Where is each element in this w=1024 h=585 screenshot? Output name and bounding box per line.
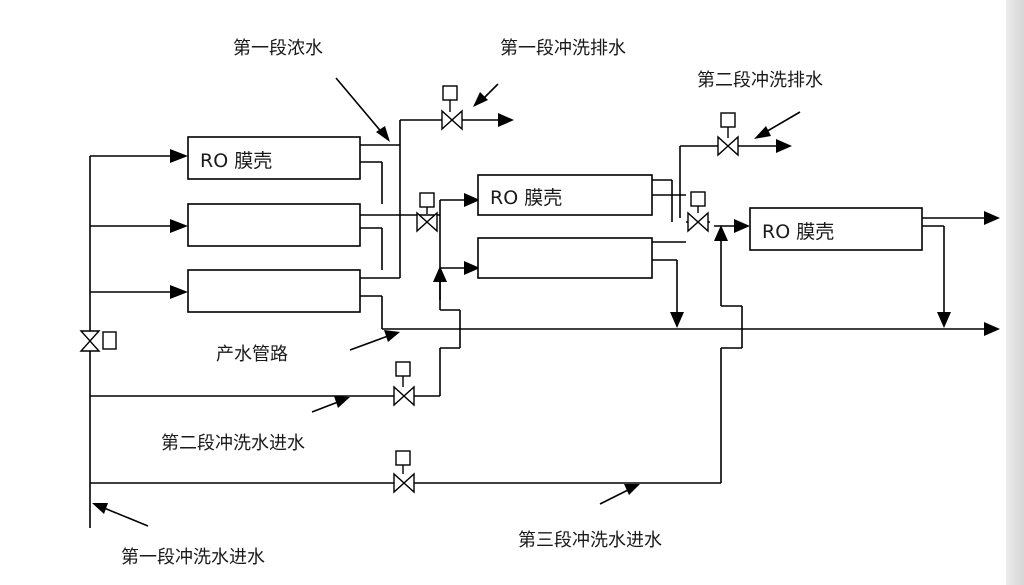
- label-product-pipe: 产水管路: [216, 344, 288, 365]
- feed-arrow-1: [170, 149, 188, 163]
- stage3-flush-inlet-valve[interactable]: [393, 450, 415, 494]
- ro-housing-stage1-b: [187, 203, 361, 247]
- window-edge-shade: [1006, 0, 1024, 585]
- ro-housing-stage3-label: RO 膜壳: [762, 221, 834, 243]
- stage2-drain-arrow: [776, 139, 792, 153]
- label-stage2-flush-inlet: 第二段冲洗水进水: [161, 433, 305, 454]
- stage2-flush-inlet-line: [90, 282, 461, 397]
- callout-leaders: [92, 77, 801, 527]
- label-stage1-concentrate: 第一段浓水: [233, 38, 323, 59]
- stage3-feed-arrow: [734, 219, 750, 233]
- stage3-output-lines: [922, 217, 990, 318]
- label-stage3-flush-inlet: 第三段冲洗水进水: [518, 530, 662, 551]
- ro-housing-stage1-c: [187, 269, 361, 313]
- stage3-product-down-arrow: [937, 312, 951, 328]
- stage2-to-stage3-valve[interactable]: [687, 191, 709, 233]
- main-inlet-valve[interactable]: [79, 330, 117, 352]
- feed-arrow-3: [170, 285, 188, 299]
- label-stage1-flush-inlet: 第一段冲洗水进水: [121, 547, 265, 568]
- stage1-flush-drain-valve[interactable]: [441, 85, 463, 131]
- label-stage2-flush-drain: 第二段冲洗排水: [697, 70, 823, 91]
- stage2-feed-arrow-a: [464, 193, 480, 207]
- stage3-flush-up-arrow: [714, 225, 728, 241]
- stage3-concentrate-arrow: [984, 211, 1000, 225]
- label-stage1-flush-drain: 第一段冲洗排水: [500, 38, 626, 59]
- stage3-flush-inlet-line: [90, 241, 743, 484]
- ro-housing-stage1-a: [187, 136, 361, 180]
- ro-housing-stage2-b: [477, 237, 653, 279]
- product-water-arrow: [984, 322, 1000, 336]
- ro-housing-stage1-a-label: RO 膜壳: [200, 150, 272, 172]
- stage2-feed-arrow-b: [464, 261, 480, 275]
- ro-housing-stage3: [749, 207, 923, 251]
- stage2-flush-up-arrow: [433, 266, 447, 282]
- product-water-pipe: [360, 295, 990, 330]
- feed-arrow-2: [170, 219, 188, 233]
- ro-housing-stage2-a-label: RO 膜壳: [490, 187, 562, 209]
- stage2-product-down-arrow: [670, 312, 684, 328]
- stage2-flush-drain-valve[interactable]: [717, 112, 739, 157]
- stage1-to-stage2-valve[interactable]: [416, 192, 438, 233]
- stage1-drain-arrow: [498, 113, 514, 127]
- stage2-flush-inlet-valve[interactable]: [393, 361, 415, 407]
